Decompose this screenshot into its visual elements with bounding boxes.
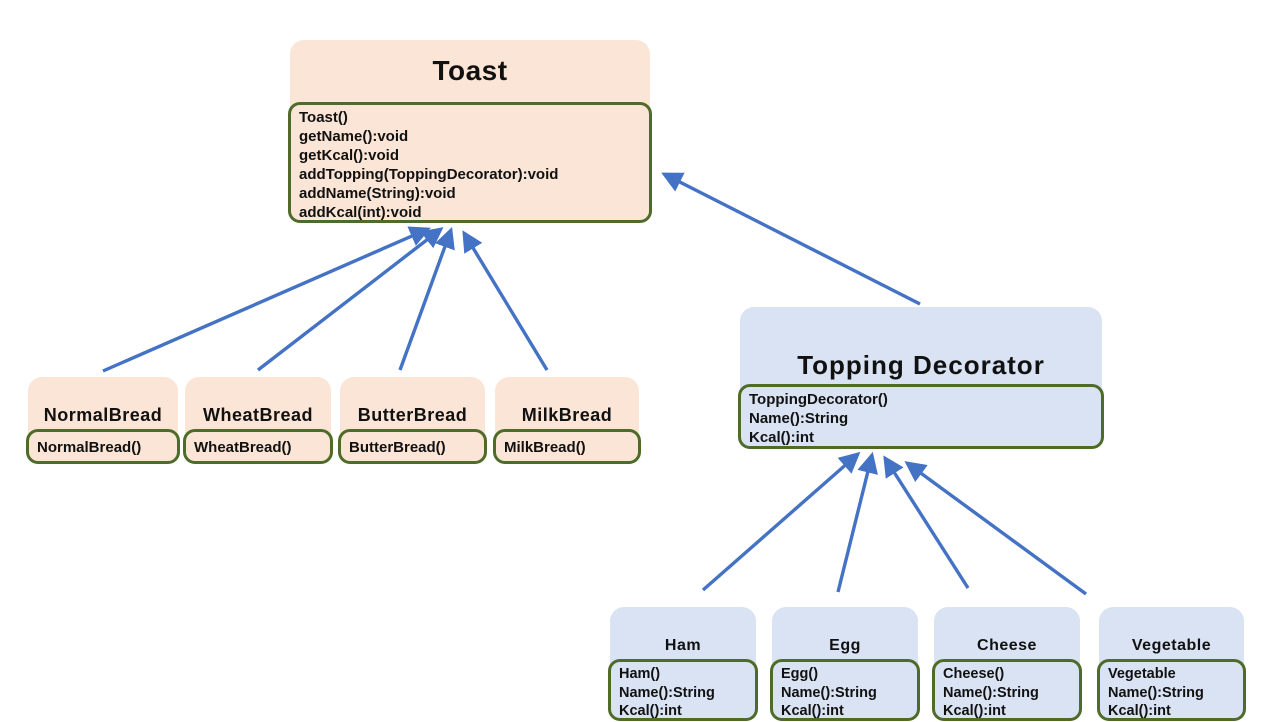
method: getKcal():void [299,147,400,164]
method: NormalBread() [37,439,142,456]
class-box-normalbread: NormalBread NormalBread() [26,377,180,464]
class-title-milkbread: MilkBread [521,405,613,425]
arrow-vegetable-to-toppingdecorator [904,461,1088,596]
class-title-wheatbread: WheatBread [202,405,314,425]
method-box-normalbread: NormalBread() [26,429,180,464]
arrow-milkbread-to-toast [462,230,549,371]
class-title-vegetable: Vegetable [1131,637,1212,654]
method: Kcal():int [749,429,814,446]
method: ButterBread() [349,439,446,456]
method: addKcal(int):void [299,204,422,221]
class-box-ham: Ham Ham() Name():String Kcal():int [608,607,758,721]
method-box-wheatbread: WheatBread() [183,429,333,464]
method: getName():void [299,128,409,145]
method: Kcal():int [1108,703,1171,719]
class-title-toppingdecorator: Topping Decorator [797,350,1045,380]
class-box-toast: Toast Toast() getName():void getKcal():v… [288,40,652,223]
method: Egg() [781,666,819,682]
class-box-butterbread: ButterBread ButterBread() [338,377,487,464]
class-title-cheese: Cheese [977,637,1037,654]
class-title-egg: Egg [829,637,861,654]
method: Kcal():int [619,703,682,719]
method: Ham() [619,666,661,682]
method-box-ham: Ham() Name():String Kcal():int [608,659,758,721]
method: Kcal():int [781,703,844,719]
arrow-egg-to-toppingdecorator [836,451,878,593]
arrow-cheese-to-toppingdecorator [883,455,970,589]
method-box-milkbread: MilkBread() [493,429,641,464]
method: ToppingDecorator() [749,391,888,408]
class-box-wheatbread: WheatBread WheatBread() [183,377,333,464]
class-title-normalbread: NormalBread [43,405,163,425]
class-title-ham: Ham [664,637,702,654]
method-box-butterbread: ButterBread() [338,429,487,464]
arrow-butterbread-to-toast [398,227,455,371]
method: Name():String [943,684,1039,701]
class-box-milkbread: MilkBread MilkBread() [493,377,641,464]
method: Vegetable [1108,666,1176,682]
method-box-cheese: Cheese() Name():String Kcal():int [932,659,1082,721]
method-box-egg: Egg() Name():String Kcal():int [770,659,920,721]
method: Name():String [781,684,877,701]
method: WheatBread() [194,439,292,456]
class-box-vegetable: Vegetable Vegetable Name():String Kcal()… [1097,607,1246,721]
class-box-egg: Egg Egg() Name():String Kcal():int [770,607,920,721]
method: addTopping(ToppingDecorator):void [299,166,559,183]
class-box-cheese: Cheese Cheese() Name():String Kcal():int [932,607,1082,721]
class-box-toppingdecorator: Topping Decorator ToppingDecorator() Nam… [738,307,1104,449]
method: Kcal():int [943,703,1006,719]
arrow-normalbread-to-toast [102,226,431,373]
method: addName(String):void [299,185,456,202]
method-box-toppingdecorator: ToppingDecorator() Name():String Kcal():… [738,384,1104,449]
arrow-toppingdecorator-to-toast [661,172,921,306]
arrow-ham-to-toppingdecorator [701,451,861,592]
method-box-vegetable: Vegetable Name():String Kcal():int [1097,659,1246,721]
class-title-butterbread: ButterBread [357,405,468,425]
arrow-wheatbread-to-toast [256,227,444,372]
method: Toast() [299,109,348,126]
method: MilkBread() [504,439,586,456]
class-title-toast: Toast [432,55,508,86]
method: Name():String [1108,684,1204,701]
method: Cheese() [943,666,1005,682]
method-box-toast: Toast() getName():void getKcal():void ad… [288,102,652,223]
method: Name():String [619,684,715,701]
method: Name():String [749,410,849,427]
